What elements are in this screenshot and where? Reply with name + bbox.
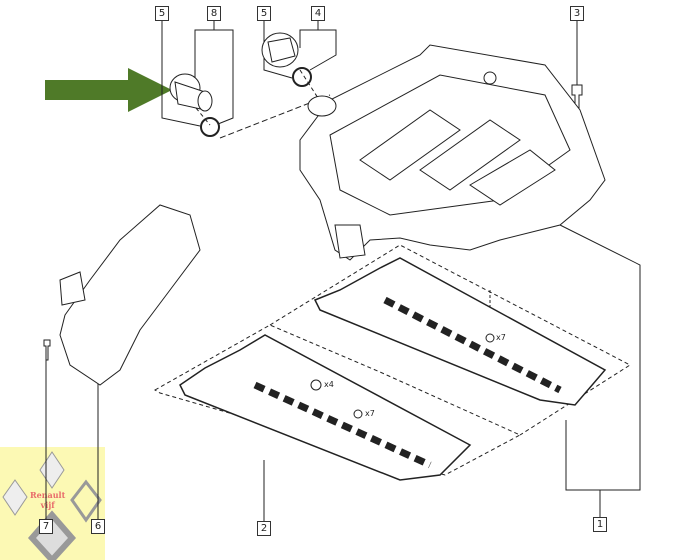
callout-6-timing-cover[interactable]: 6 bbox=[91, 519, 105, 534]
callout-7-bolt[interactable]: 7 bbox=[39, 519, 53, 534]
qty-front-seals-large: x4 bbox=[324, 380, 334, 389]
oil-filler-cap bbox=[261, 32, 299, 68]
qty-front-seals-small: x7 bbox=[365, 409, 375, 418]
cylinder-head-cover bbox=[299, 44, 606, 261]
renault-diamond-logos bbox=[2, 451, 102, 560]
rear-cover-gasket bbox=[313, 257, 607, 406]
callout-5-seal[interactable]: 5 bbox=[155, 6, 169, 21]
qty-rear-seals: x7 bbox=[496, 333, 506, 342]
front-cover-gasket bbox=[179, 334, 472, 481]
callout-2-gasket-set[interactable]: 2 bbox=[257, 521, 271, 536]
callout-3-bolt[interactable]: 3 bbox=[570, 6, 584, 21]
callout-1-gasket-set[interactable]: 1 bbox=[593, 517, 607, 532]
callout-8-filler-neck[interactable]: 8 bbox=[207, 6, 221, 21]
callout-4-filler-cap[interactable]: 4 bbox=[311, 6, 325, 21]
callout-5-seal-cap[interactable]: 5 bbox=[257, 6, 271, 21]
oil-filler-neck bbox=[169, 73, 213, 112]
timing-belt-cover bbox=[59, 204, 201, 386]
indicator-arrow bbox=[45, 68, 172, 112]
